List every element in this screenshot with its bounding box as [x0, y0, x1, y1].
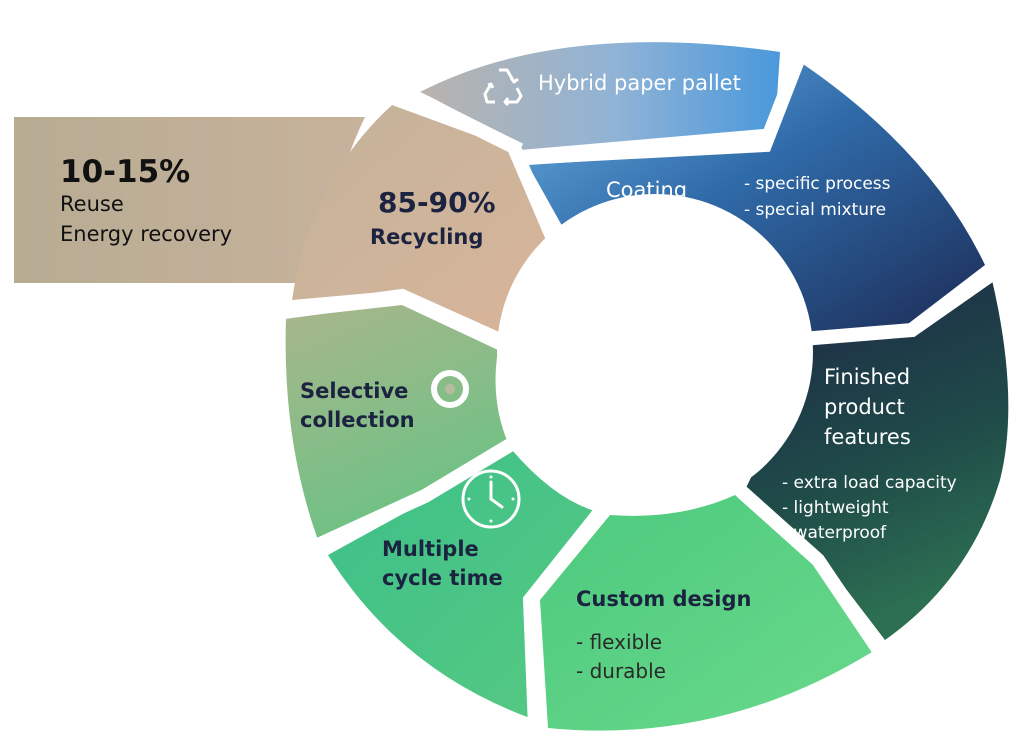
selective-line-1: Selective	[300, 379, 408, 403]
hybrid-paper-pallet-label: Hybrid paper pallet	[538, 71, 741, 95]
recycle-icon	[483, 68, 523, 107]
energy-recovery-label: Energy recovery	[60, 222, 232, 246]
segment-multiple-cycle	[328, 450, 598, 718]
recycling-percent: 85-90%	[378, 186, 496, 219]
coating-label: Coating	[606, 178, 687, 202]
target-icon	[431, 370, 469, 408]
reuse-energy-box	[14, 117, 365, 283]
segment-selective-collection	[285, 305, 508, 540]
custom-design-title: Custom design	[576, 587, 751, 611]
segment-custom-design	[540, 495, 872, 731]
custom-bullet-2: - durable	[576, 659, 666, 683]
coating-bullet-1: - specific process	[744, 174, 891, 194]
segment-separators	[284, 52, 1000, 729]
finished-bullet-3: - waterproof	[782, 523, 887, 543]
segment-coating	[528, 62, 985, 335]
multiple-line-2: cycle time	[382, 566, 503, 590]
segment-hybrid-paper-pallet	[420, 42, 780, 150]
finished-title-2: product	[824, 395, 905, 419]
clock-icon	[461, 469, 521, 529]
center-hole	[497, 194, 813, 510]
finished-title-3: features	[824, 425, 911, 449]
segment-recycling	[292, 105, 558, 335]
reuse-percent: 10-15%	[60, 154, 190, 190]
finished-bullet-2: - lightweight	[782, 498, 889, 518]
finished-bullet-1: - extra load capacity	[782, 473, 957, 493]
custom-bullet-1: - flexible	[576, 630, 662, 654]
reuse-label: Reuse	[60, 192, 124, 216]
coating-bullet-2: - special mixture	[744, 200, 886, 220]
finished-title-1: Finished	[824, 365, 910, 389]
multiple-line-1: Multiple	[382, 537, 479, 561]
recycling-label: Recycling	[370, 225, 483, 249]
selective-line-2: collection	[300, 408, 415, 432]
